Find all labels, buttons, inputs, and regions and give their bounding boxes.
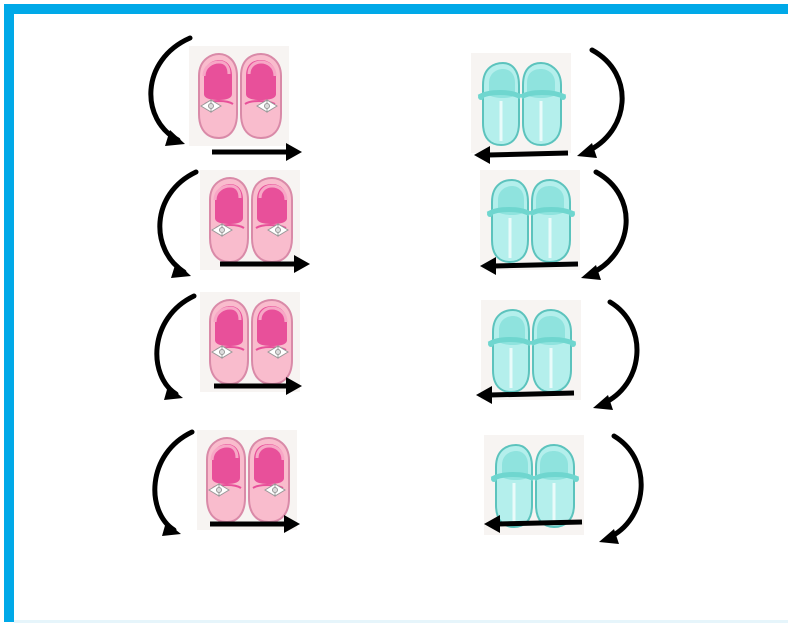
pink-shoes-card — [200, 170, 300, 270]
pink-baby-shoes-icon — [200, 292, 300, 392]
teal-shoes-card — [480, 170, 580, 270]
teal-shoes-card — [484, 435, 584, 535]
frame-border-top — [4, 4, 788, 14]
teal-shoes-card — [471, 53, 571, 153]
pink-baby-shoes-icon — [189, 46, 289, 146]
pink-shoes-card — [197, 430, 297, 530]
pink-shoes-card — [200, 292, 300, 392]
frame-border-bottom — [14, 620, 788, 623]
pink-baby-shoes-icon — [200, 170, 300, 270]
frame-border-left — [4, 4, 14, 622]
teal-baby-shoes-icon — [481, 300, 581, 400]
teal-baby-shoes-icon — [480, 170, 580, 270]
teal-baby-shoes-icon — [484, 435, 584, 535]
pink-shoes-card — [189, 46, 289, 146]
pink-baby-shoes-icon — [197, 430, 297, 530]
teal-baby-shoes-icon — [471, 53, 571, 153]
teal-shoes-card — [481, 300, 581, 400]
